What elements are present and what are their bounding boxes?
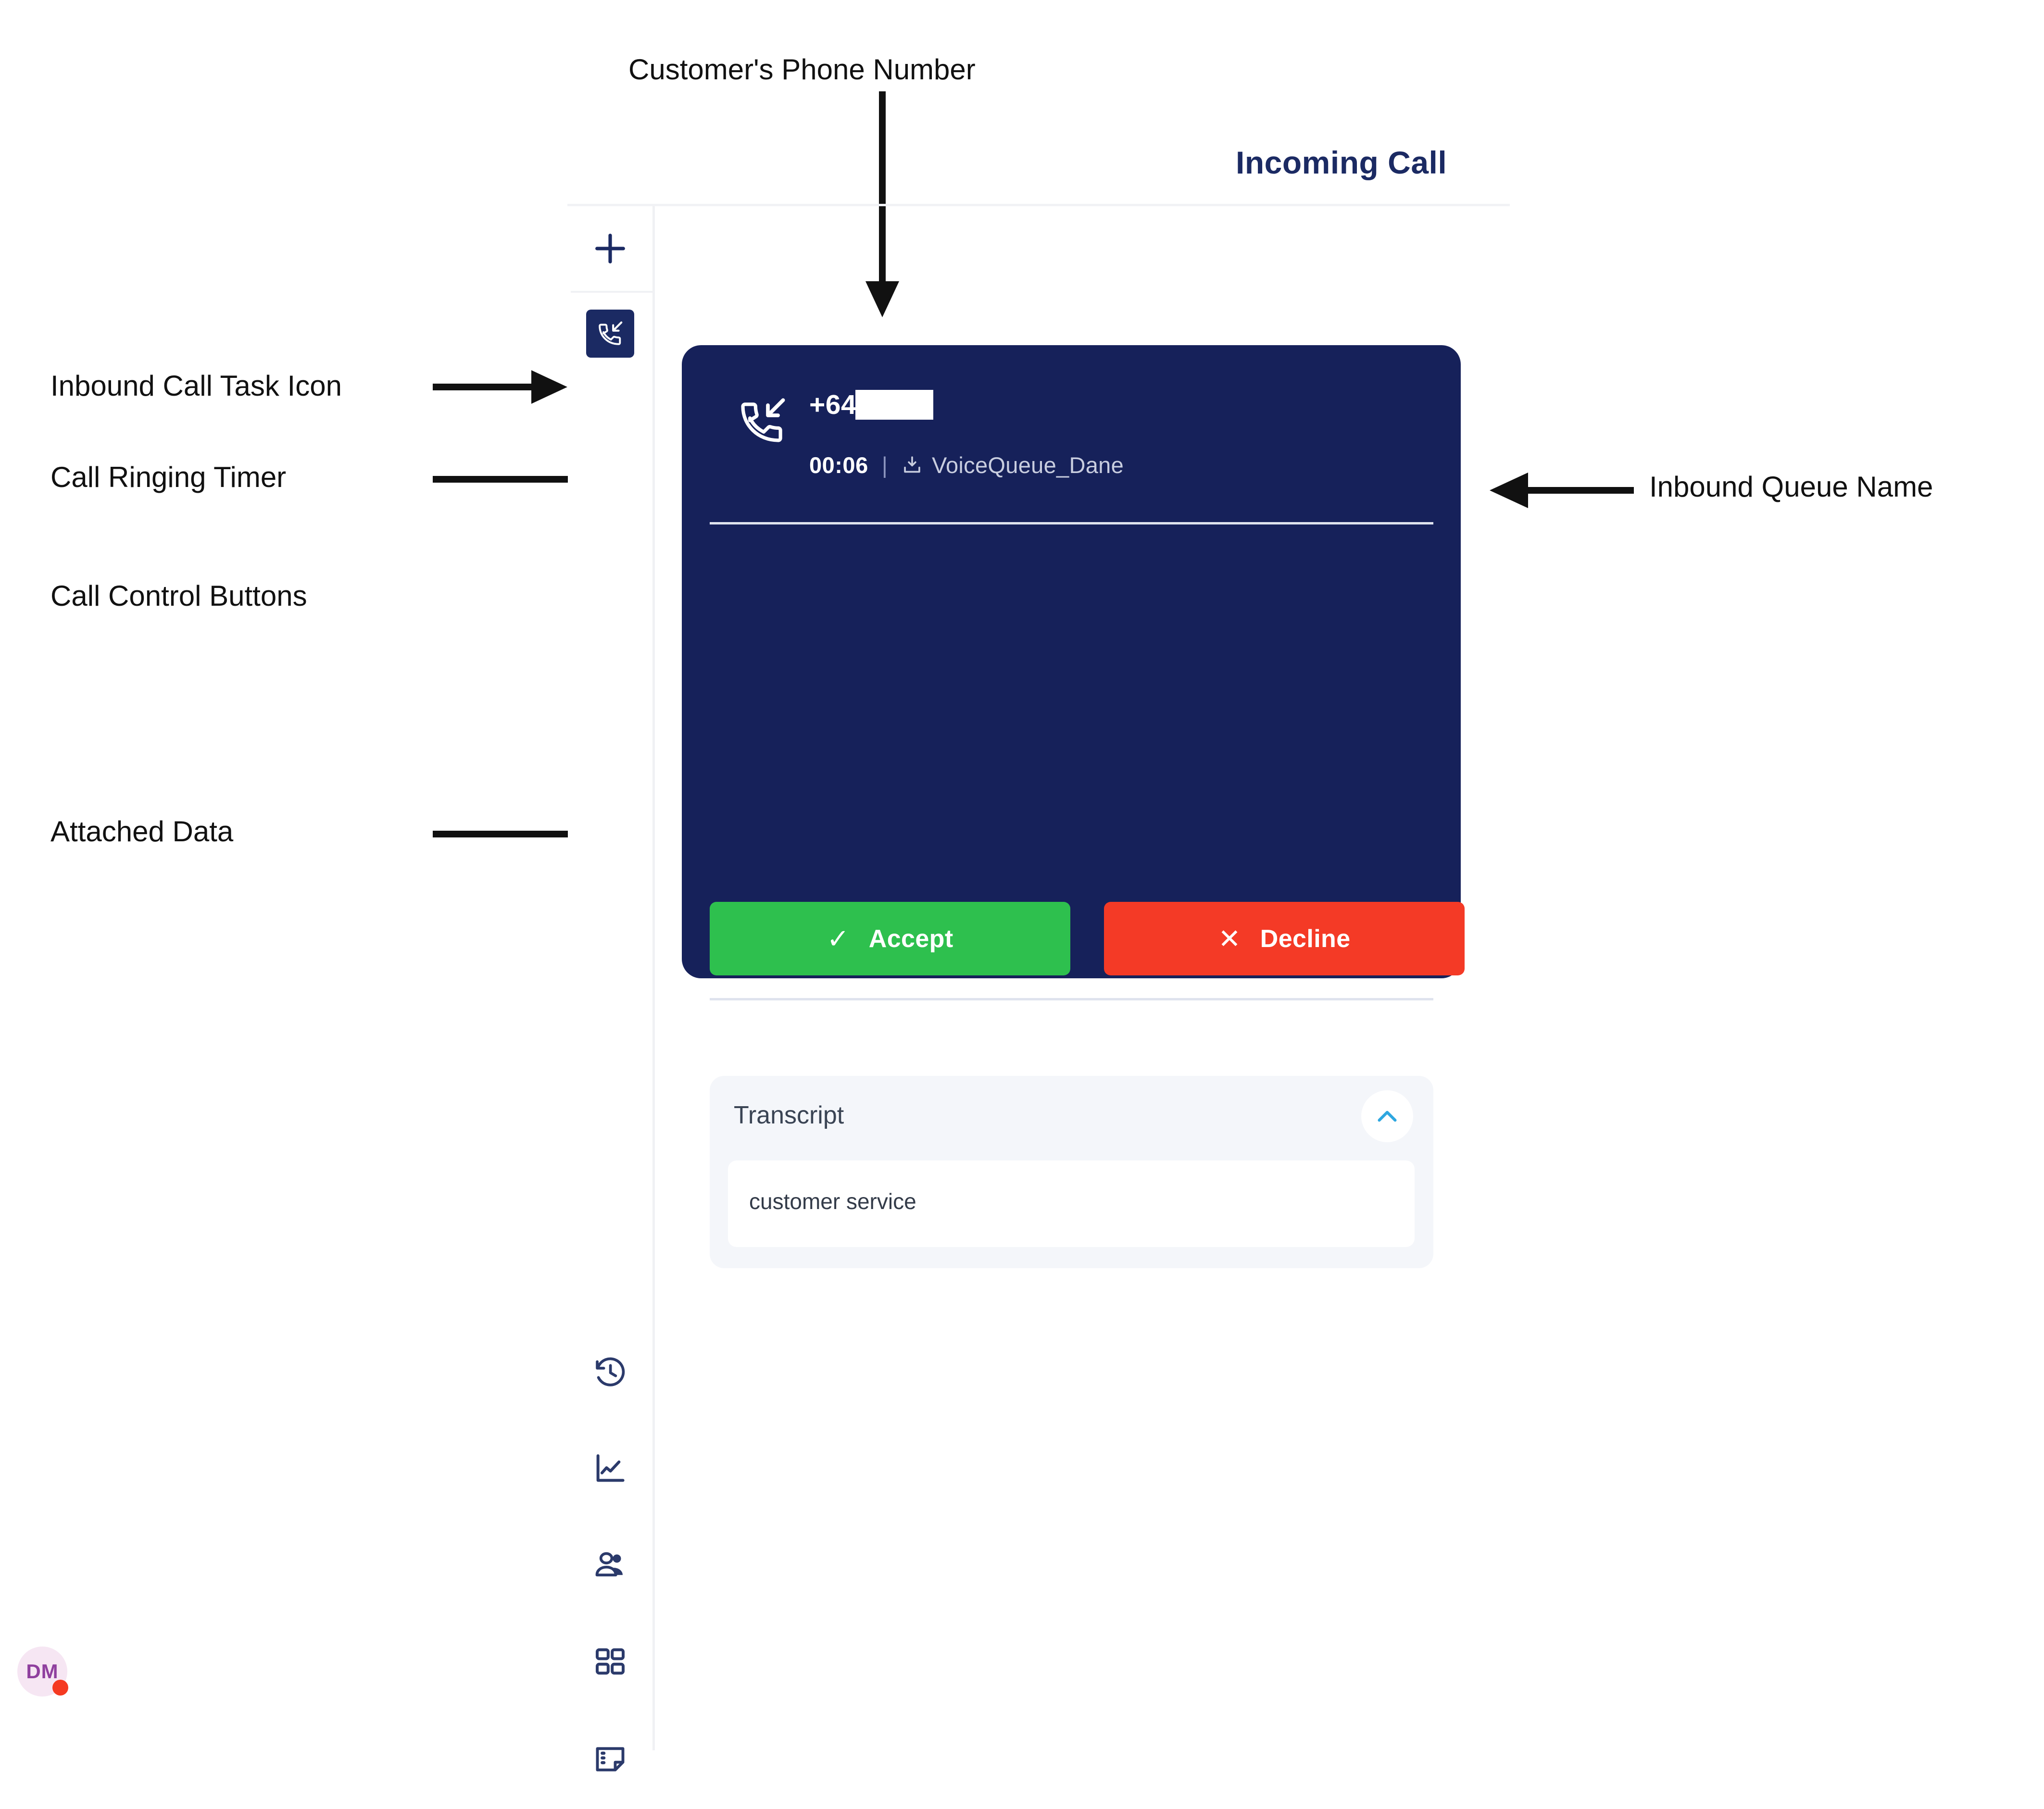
avatar-initials: DM — [17, 1647, 67, 1697]
meta-separator: | — [881, 452, 888, 478]
annotation-arrow-down-phone-number — [865, 91, 899, 317]
phone-number-redaction-box — [855, 390, 934, 420]
sidebar-item-notes[interactable] — [584, 1732, 637, 1785]
history-icon — [596, 1357, 625, 1386]
line-chart-icon — [596, 1454, 625, 1482]
plus-icon — [595, 233, 625, 263]
avatar-status-dot — [52, 1680, 68, 1696]
sidebar-bottom-nav — [568, 1346, 652, 1785]
caller-number-row: +64 — [809, 389, 934, 421]
check-icon: ✓ — [827, 923, 850, 954]
sidebar-item-history[interactable] — [584, 1346, 637, 1398]
transcript-collapse-button[interactable] — [1361, 1090, 1413, 1142]
transcript-title: Transcript — [734, 1101, 844, 1129]
annotation-label-call-ringing-timer: Call Ringing Timer — [50, 461, 287, 493]
annotation-arrow-left-queue-name — [1490, 473, 1634, 508]
annotation-label-customers-phone-number: Customer's Phone Number — [628, 53, 976, 86]
sidebar-add-task-button[interactable] — [568, 206, 652, 290]
annotation-label-inbound-queue-name: Inbound Queue Name — [1649, 471, 1933, 503]
transcript-value-box[interactable]: customer service — [728, 1160, 1415, 1247]
decline-button-label: Decline — [1260, 924, 1351, 953]
accept-button-label: Accept — [868, 924, 953, 953]
decline-call-button[interactable]: ✕ Decline — [1104, 902, 1465, 975]
accept-call-button[interactable]: ✓ Accept — [710, 902, 1070, 975]
header-divider — [567, 204, 1510, 206]
call-ringing-timer: 00:06 — [809, 452, 868, 478]
contacts-icon — [595, 1552, 623, 1577]
sidebar-item-contacts[interactable] — [584, 1539, 637, 1592]
notes-icon — [596, 1747, 625, 1772]
avatar[interactable]: DM — [17, 1647, 68, 1697]
annotation-label-inbound-call-task-icon: Inbound Call Task Icon — [50, 370, 342, 402]
attached-data-name-label: Name: — [710, 1035, 781, 1061]
transcript-header: Transcript — [710, 1076, 1433, 1155]
annotation-label-attached-data: Attached Data — [50, 815, 234, 848]
close-icon: ✕ — [1218, 923, 1241, 954]
caller-phone-number: +64 — [809, 389, 857, 420]
sidebar-item-inbound-call-task[interactable] — [586, 310, 634, 358]
transcript-panel: Transcript customer service — [710, 1076, 1433, 1268]
chevron-up-icon — [1378, 1110, 1397, 1122]
card-divider-bottom — [710, 998, 1433, 1000]
sidebar-divider — [571, 291, 652, 293]
sidebar-item-apps[interactable] — [584, 1635, 637, 1688]
inbound-call-icon — [599, 321, 623, 345]
annotation-label-call-control-buttons: Call Control Buttons — [50, 580, 307, 612]
card-divider-top — [710, 522, 1433, 524]
call-meta-row: 00:06 | VoiceQueue_Dane — [809, 452, 1124, 478]
download-tray-icon — [904, 456, 920, 473]
transcript-value: customer service — [749, 1189, 916, 1214]
annotation-arrow-right-task-icon — [433, 370, 567, 404]
sidebar-item-analytics[interactable] — [584, 1442, 637, 1495]
inbound-call-icon — [741, 398, 785, 442]
call-card-header: +64 00:06 | VoiceQueue_Dane — [682, 345, 1461, 504]
page-title: Incoming Call — [1236, 145, 1447, 180]
inbound-queue-name: VoiceQueue_Dane — [931, 452, 1124, 478]
apps-grid-icon — [596, 1648, 625, 1675]
sidebar — [568, 206, 655, 1772]
incoming-call-card: +64 00:06 | VoiceQueue_Dane ✓ Accept — [682, 345, 1465, 1268]
